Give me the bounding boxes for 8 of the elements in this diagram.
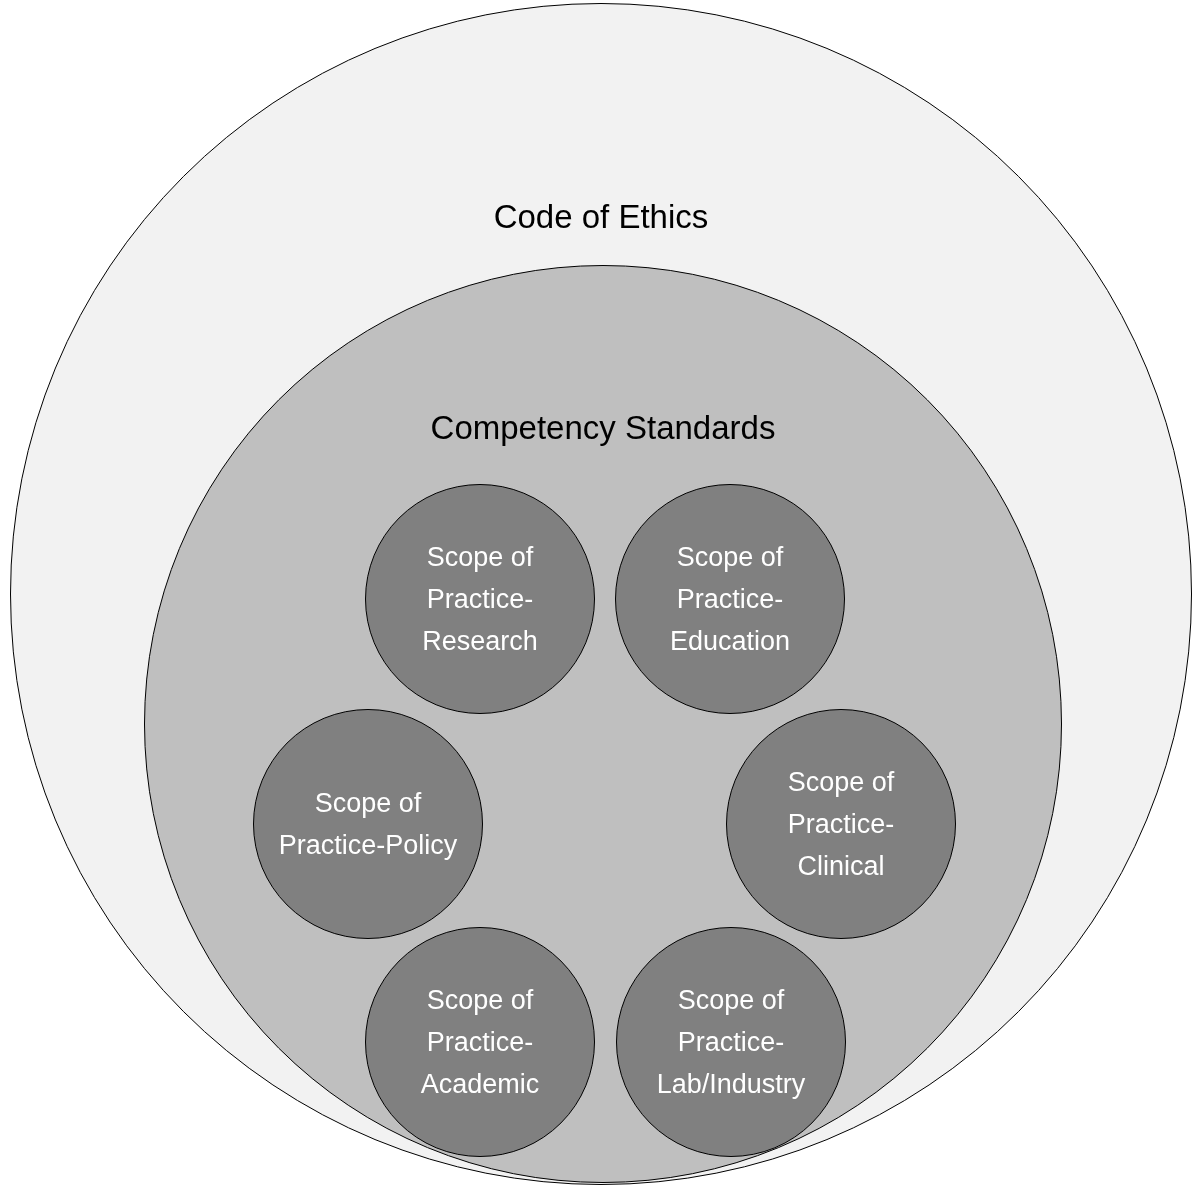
circle-label: Scope of Practice-Research [421, 541, 539, 658]
circle-label: Scope of Practice-Academic [419, 984, 541, 1101]
circle-label: Scope of Practice-Clinical [786, 766, 896, 883]
circle-title: Competency Standards [429, 408, 777, 448]
circle-label: Scope of Practice-Education [668, 541, 792, 658]
circle-title: Code of Ethics [492, 197, 710, 237]
circle-label: Scope of Practice-Policy [277, 787, 459, 862]
circle-label: Scope of Practice-Lab/Industry [655, 984, 807, 1101]
